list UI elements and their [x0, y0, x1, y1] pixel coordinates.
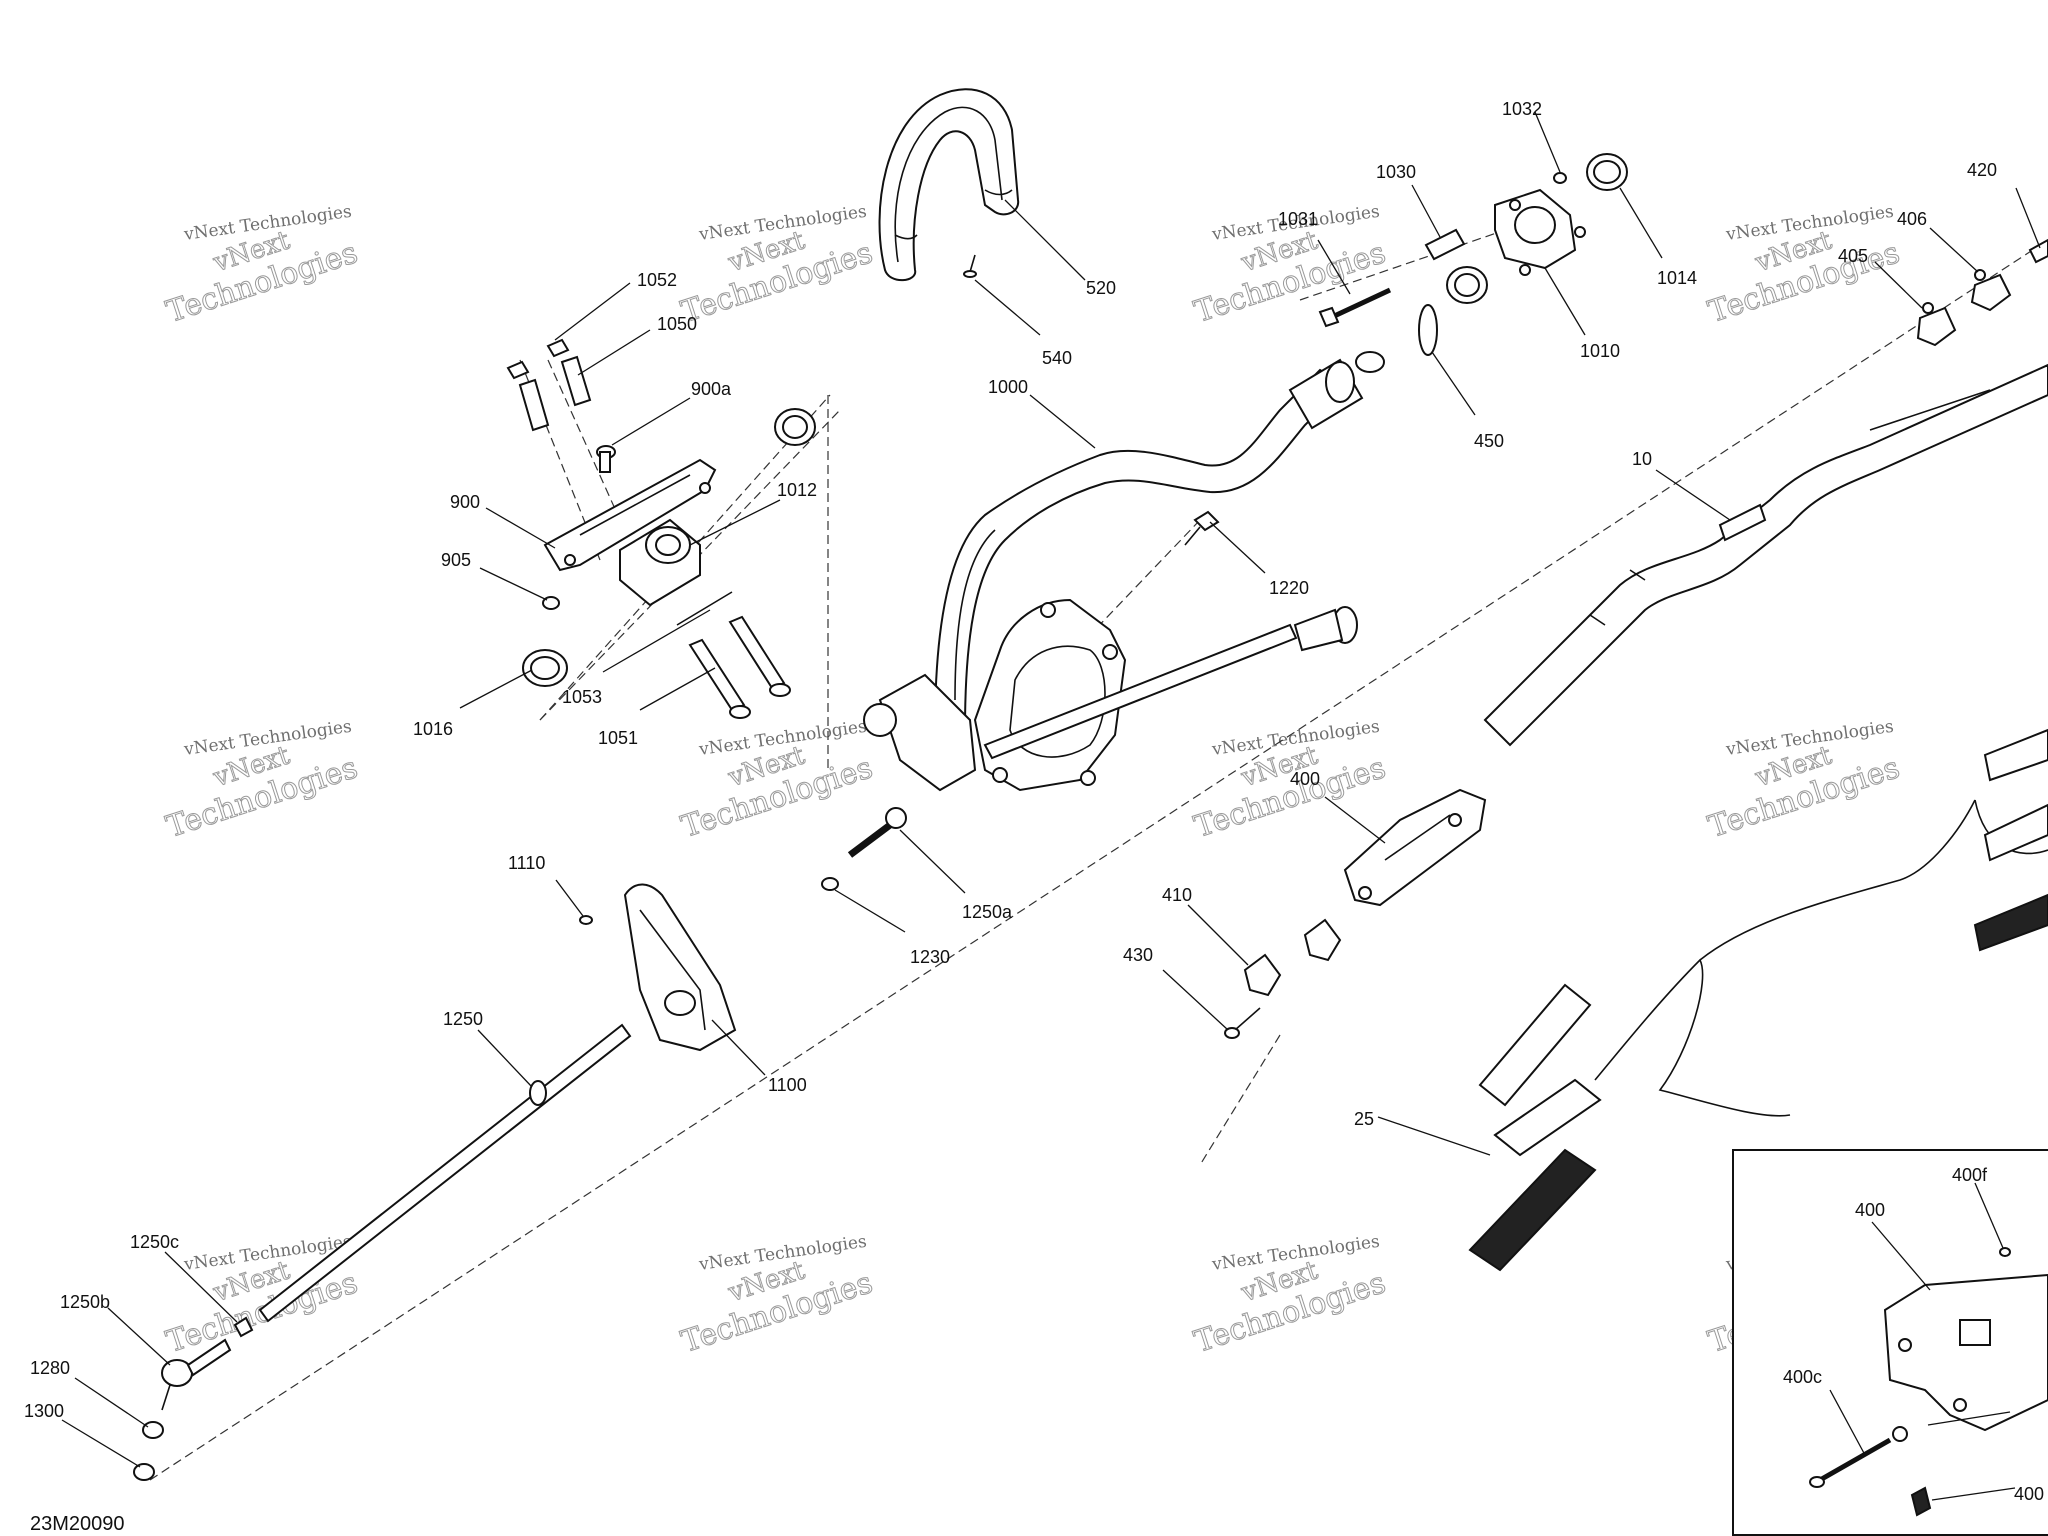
part-1220-bolt [1184, 510, 1220, 546]
callout-1051: 1051 [598, 728, 638, 748]
callout-1010: 1010 [1580, 341, 1620, 361]
callout-420: 420 [1967, 160, 1997, 180]
part-400e-insert [1910, 1486, 1932, 1517]
part-25-grip [1468, 799, 2048, 1272]
callout-1280: 1280 [30, 1358, 70, 1378]
inset-detail-box [1732, 1149, 2048, 1536]
callout-540: 540 [1042, 348, 1072, 368]
part-1100-cover [623, 883, 737, 1052]
callout-1016: 1016 [413, 719, 453, 739]
part-1250a-rod-end [847, 807, 907, 858]
callout-406: 406 [1897, 209, 1927, 229]
part-1031-bolt [1318, 287, 1392, 328]
part-400c-bolt [1809, 1426, 1908, 1488]
callout-1031: 1031 [1278, 209, 1318, 229]
callout-1000: 1000 [988, 377, 1028, 397]
part-400-riser [1343, 788, 1487, 907]
part-1032-nut [1553, 172, 1567, 184]
part-1250c-nut [233, 1316, 254, 1338]
callout-520: 520 [1086, 278, 1116, 298]
part-400f-nut [1999, 1247, 2011, 1257]
part-1110-screw [579, 915, 593, 925]
callout-1012: 1012 [777, 480, 817, 500]
part-1300-nut [133, 1463, 155, 1481]
callout-400f: 400f [1952, 1165, 1988, 1185]
callout-1110: 1110 [508, 853, 545, 873]
callout-1014: 1014 [1657, 268, 1697, 288]
part-1050-spacer [518, 355, 592, 432]
part-1000-steering-column [933, 351, 1385, 731]
callout-1050: 1050 [657, 314, 697, 334]
callout-400-inset: 400 [1855, 1200, 1885, 1220]
callout-900: 900 [450, 492, 480, 512]
callout-400-inset-lower: 400 [2014, 1484, 2044, 1504]
callout-430: 430 [1123, 945, 1153, 965]
part-steering-housing [863, 598, 1127, 792]
part-430-bolt [1224, 1007, 1261, 1039]
callout-1300: 1300 [24, 1401, 64, 1421]
callout-1250b: 1250b [60, 1292, 110, 1312]
callout-1250a: 1250a [962, 902, 1013, 922]
part-1230-nut [821, 877, 839, 891]
callout-1053: 1053 [562, 687, 602, 707]
part-1014-seal-a [774, 408, 816, 446]
part-1014-seal [1586, 153, 1628, 191]
part-900-plate [543, 458, 717, 572]
part-1030-sleeve [1424, 228, 1466, 261]
part-1250-tie-rod [258, 1023, 632, 1323]
part-520-grab-handle [878, 88, 1020, 282]
part-1053-washer [676, 591, 733, 626]
part-1052-nut [506, 338, 570, 380]
callout-410: 410 [1162, 885, 1192, 905]
callout-1250: 1250 [443, 1009, 483, 1029]
callout-400c: 400c [1783, 1367, 1822, 1387]
drawing-id: 23M20090 [30, 1513, 125, 1535]
callout-1030: 1030 [1376, 162, 1416, 182]
part-450-washer [1418, 304, 1438, 356]
callout-450: 450 [1474, 431, 1504, 451]
callout-1250c: 1250c [130, 1232, 179, 1252]
part-right-grip-pieces [1973, 728, 2048, 952]
callout-400: 400 [1290, 769, 1320, 789]
callout-905: 905 [441, 550, 471, 570]
part-410-clamp [1243, 918, 1342, 997]
part-10-handlebar [1483, 363, 2048, 747]
part-1014-seal-inner [1446, 266, 1488, 304]
callout-405: 405 [1838, 246, 1868, 266]
part-1016-seal [522, 649, 568, 687]
callout-900a: 900a [691, 379, 732, 399]
part-1010-clamp-block [1494, 188, 1586, 276]
callout-1052: 1052 [637, 270, 677, 290]
callout-labels: 520 540 1052 1050 900a 900 1012 905 1016… [24, 99, 2044, 1504]
part-540-screw [963, 254, 977, 278]
part-tie-rod-upper [983, 606, 1358, 760]
part-420-bolt [2028, 238, 2048, 264]
callout-1032: 1032 [1502, 99, 1542, 119]
callout-25: 25 [1354, 1109, 1374, 1129]
part-405-clamp [1916, 302, 1957, 347]
callout-10: 10 [1632, 449, 1652, 469]
callout-1100: 1100 [768, 1075, 807, 1095]
part-900a-pin [596, 445, 616, 473]
part-406-clamp [1970, 269, 2012, 312]
part-1012-clamp [619, 518, 701, 607]
part-400-inset-riser [1883, 1273, 2048, 1432]
callout-1230: 1230 [910, 947, 950, 967]
part-1051-bolts [688, 615, 791, 719]
part-1280-washer [142, 1421, 164, 1439]
part-1250b-rod-end [161, 1338, 232, 1411]
callout-1220: 1220 [1269, 578, 1309, 598]
leader-lines [61, 111, 2041, 1501]
